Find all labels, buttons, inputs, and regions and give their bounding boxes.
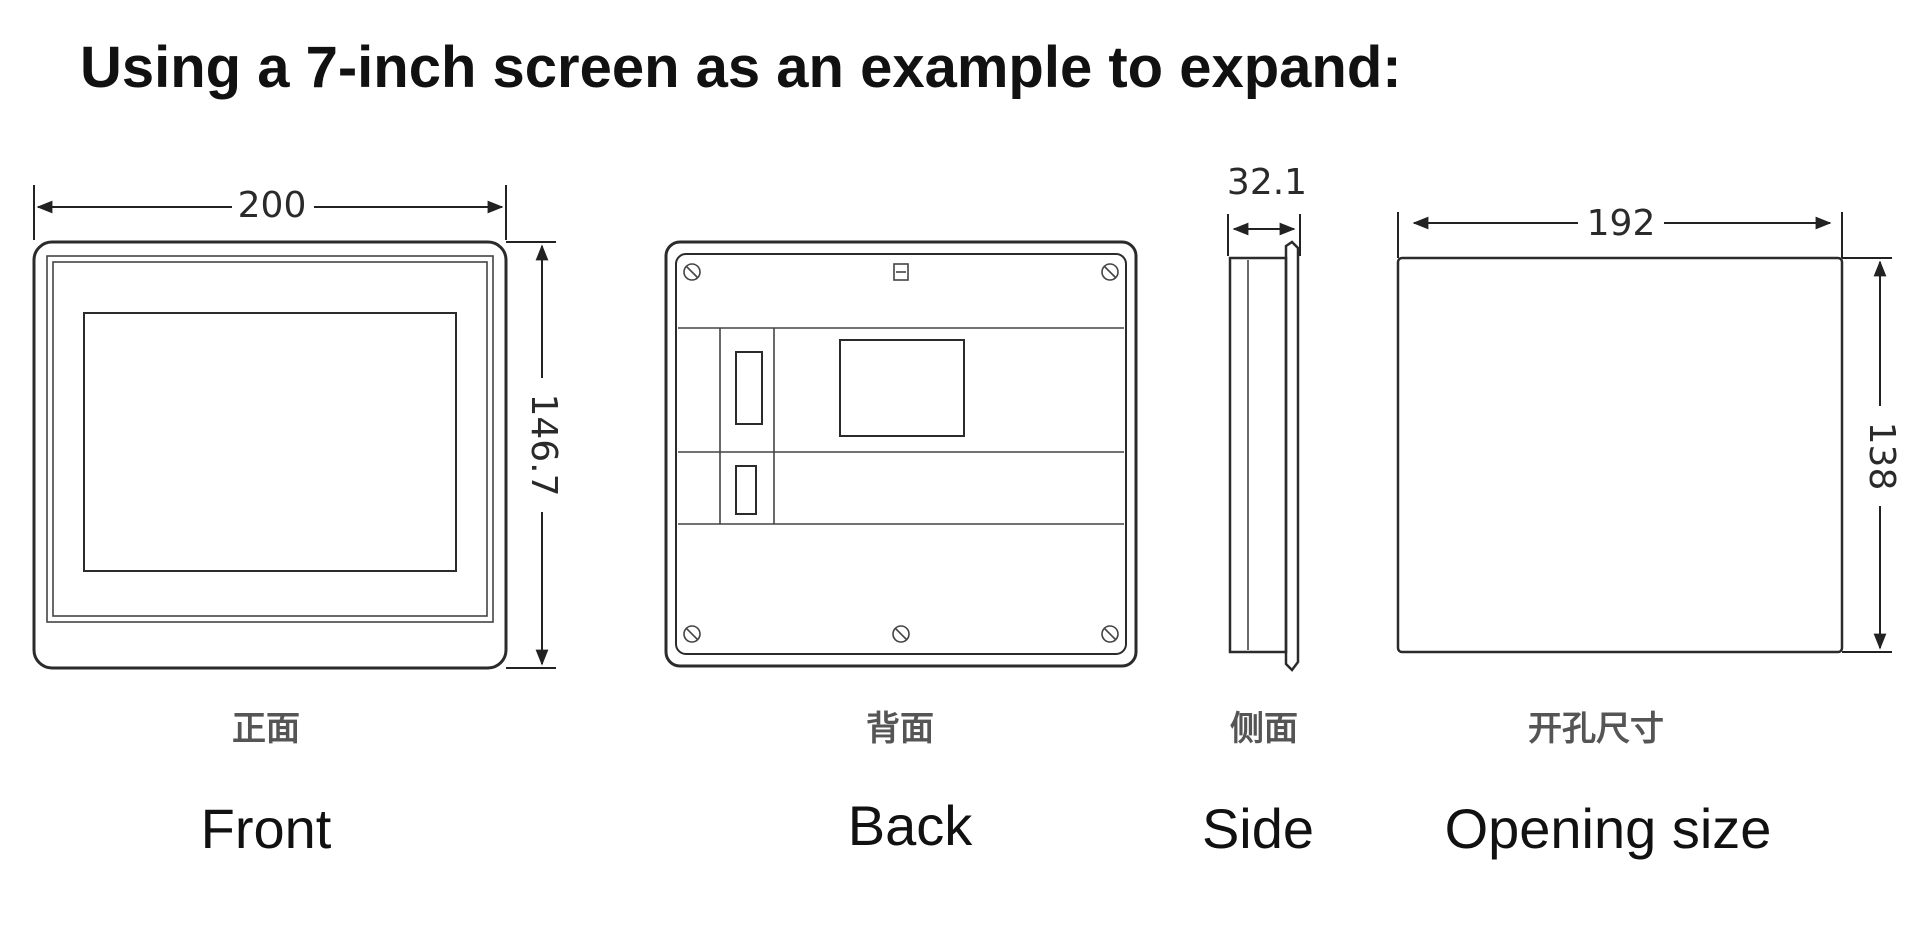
front-height-dim: 146.7 bbox=[523, 393, 564, 496]
opening-view: 192 138 开孔尺寸 Opening size bbox=[1396, 203, 1902, 860]
front-bezel-inner bbox=[52, 261, 488, 617]
front-width-dim: 200 bbox=[238, 185, 307, 226]
opening-cutout bbox=[1396, 256, 1844, 654]
back-outer-frame bbox=[664, 240, 1138, 668]
side-label-cn: 侧面 bbox=[1230, 709, 1298, 749]
back-screw-icon bbox=[683, 625, 701, 643]
back-connector-port-2 bbox=[735, 465, 757, 515]
side-housing bbox=[1228, 256, 1288, 654]
back-label-cn: 背面 bbox=[866, 709, 934, 749]
front-bezel-outer bbox=[46, 255, 494, 623]
side-front-bezel bbox=[1284, 240, 1300, 672]
front-outer-frame bbox=[32, 240, 508, 670]
back-screw-icon bbox=[892, 625, 910, 643]
back-screw-icon bbox=[1101, 263, 1119, 281]
opening-height-dim: 138 bbox=[1861, 422, 1902, 491]
opening-label-cn: 开孔尺寸 bbox=[1528, 709, 1664, 749]
back-label: Back bbox=[848, 794, 973, 857]
front-view: 200 146.7 正面 Front bbox=[32, 185, 564, 860]
back-warning-icon bbox=[893, 263, 909, 281]
back-view: 背面 Back bbox=[664, 240, 1138, 857]
back-label-plate bbox=[839, 339, 965, 437]
front-label-cn: 正面 bbox=[232, 709, 300, 749]
back-connector-port-1 bbox=[735, 351, 763, 425]
back-inner-frame bbox=[675, 253, 1127, 655]
opening-width-dim: 192 bbox=[1587, 203, 1656, 244]
page-title: Using a 7-inch screen as an example to e… bbox=[80, 35, 1402, 100]
side-label: Side bbox=[1202, 797, 1314, 860]
back-screw-icon bbox=[1101, 625, 1119, 643]
side-depth-dim: 32.1 bbox=[1227, 162, 1307, 203]
back-screw-icon bbox=[683, 263, 701, 281]
front-display-area bbox=[83, 312, 457, 572]
side-view: 32.1 侧面 Side bbox=[1202, 162, 1314, 860]
front-label: Front bbox=[201, 797, 332, 860]
opening-label: Opening size bbox=[1445, 797, 1772, 860]
